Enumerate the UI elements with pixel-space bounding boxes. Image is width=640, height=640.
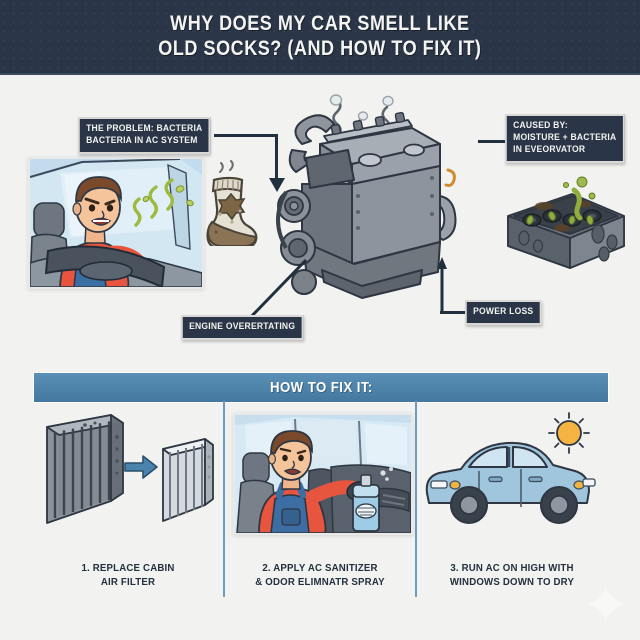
fix-step-1[interactable]: 1. REPLACE CABIN AIR FILTER <box>33 401 223 597</box>
connector-powerloss-riser <box>437 257 447 313</box>
callout-overheating-line1: ENGINE OVERERTATING <box>189 321 296 332</box>
how-to-fix-banner: HOW TO FIX IT: <box>33 372 609 403</box>
callout-power-loss[interactable]: POWER LOSS <box>465 300 542 325</box>
evaporator-illustration <box>500 176 632 276</box>
callout-caused-by[interactable]: CAUSED BY: MOISTURE + BACTERIA IN EVEORV… <box>505 114 625 163</box>
header-banner: WHY DOES MY CAR SMELL LIKE OLD SOCKS? (A… <box>0 0 640 75</box>
callout-cause-line3: IN EVEORVATOR <box>513 143 586 155</box>
engine-svg <box>276 94 457 299</box>
sun-icon <box>548 412 590 454</box>
connector-overheating-diagonal <box>244 258 308 324</box>
connector-cause-horizontal <box>478 140 506 143</box>
callout-cause-line1: CAUSED BY: <box>513 120 568 131</box>
fix-step-3-art <box>417 401 607 541</box>
sock-svg <box>206 160 258 246</box>
connector-powerloss-horizontal <box>440 311 468 314</box>
driver-scene-svg <box>30 159 202 287</box>
arrowhead-problem-icon <box>269 178 285 192</box>
fix-step-1-caption: 1. REPLACE CABIN AIR FILTER <box>41 561 216 589</box>
fix-step-3-caption-line1: 3. RUN AC ON HIGH WITH <box>450 561 574 574</box>
page-title-line1: WHY DOES MY CAR SMELL LIKE <box>170 11 470 35</box>
fix-step-1-caption-line2: AIR FILTER <box>100 575 156 588</box>
driver-illustration <box>28 157 204 289</box>
fix-step-2-caption-line1: 2. APPLY AC SANITIZER <box>262 561 378 574</box>
callout-problem-line1: THE PROBLEM: BACTERIA <box>86 123 203 134</box>
sock-illustration <box>196 156 262 246</box>
callout-problem-line2: BACTERIA IN AC SYSTEM <box>86 134 198 146</box>
engine-illustration <box>262 92 472 307</box>
car-sun-svg <box>425 412 596 524</box>
connector-problem-vertical <box>275 134 278 182</box>
connector-problem-horizontal <box>214 134 278 137</box>
fix-step-3-caption: 3. RUN AC ON HIGH WITH WINDOWS DOWN TO D… <box>425 561 600 589</box>
fix-step-3-caption-line2: WINDOWS DOWN TO DRY <box>449 575 575 588</box>
fix-step-2-caption: 2. APPLY AC SANITIZER & ODOR ELIMNATR SP… <box>233 561 408 589</box>
callout-powerloss-line1: POWER LOSS <box>473 306 534 317</box>
sparkle-watermark-icon <box>588 586 624 622</box>
fix-step-2-art <box>225 401 415 541</box>
callout-cause-line2: MOISTURE + BACTERIA <box>513 131 617 143</box>
fix-step-3[interactable]: 3. RUN AC ON HIGH WITH WINDOWS DOWN TO D… <box>415 401 607 597</box>
evaporator-svg <box>507 176 625 269</box>
fix-step-2[interactable]: 2. APPLY AC SANITIZER & ODOR ELIMNATR SP… <box>223 401 415 597</box>
fix-step-1-caption-line1: 1. REPLACE CABIN <box>81 561 175 574</box>
page-title: WHY DOES MY CAR SMELL LIKE OLD SOCKS? (A… <box>158 12 481 62</box>
mechanic-spray-svg <box>235 415 411 533</box>
cabin-air-filter-svg <box>46 414 214 524</box>
page-title-line2: OLD SOCKS? (AND HOW TO FIX IT) <box>158 36 482 60</box>
fix-step-2-caption-line2: & ODOR ELIMNATR SPRAY <box>255 575 385 588</box>
callout-engine-overheating[interactable]: ENGINE OVERERTATING <box>181 315 304 340</box>
how-to-fix-label: HOW TO FIX IT: <box>269 379 373 396</box>
fix-steps-row: 1. REPLACE CABIN AIR FILTER <box>33 401 607 597</box>
fix-step-1-art <box>33 401 223 541</box>
callout-the-problem[interactable]: THE PROBLEM: BACTERIA BACTERIA IN AC SYS… <box>78 117 211 154</box>
